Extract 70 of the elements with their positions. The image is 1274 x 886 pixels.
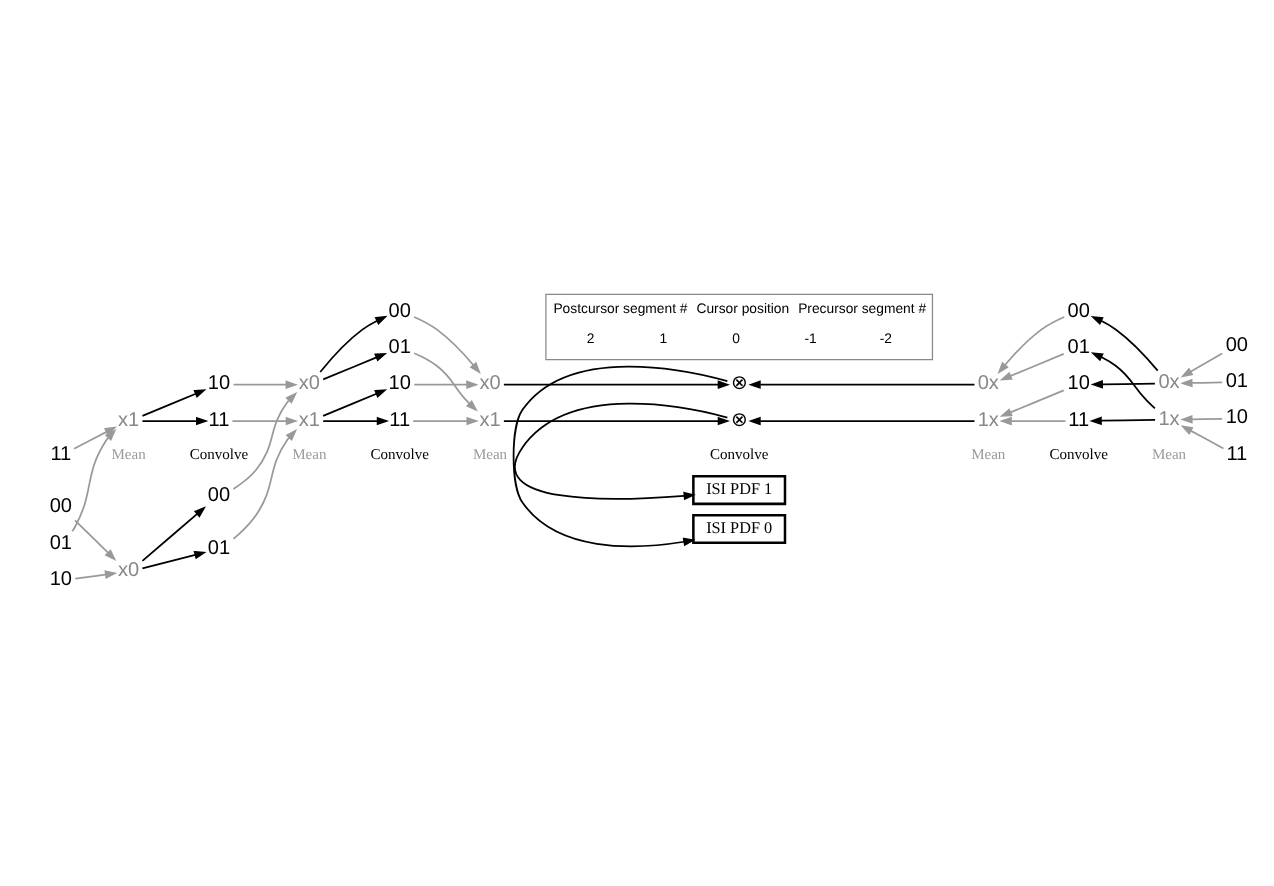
node-text: ⊗ [731, 409, 748, 432]
arrow [1090, 380, 1156, 389]
node-text: 10 [388, 373, 411, 396]
arrow [231, 416, 299, 426]
arrow [1090, 315, 1159, 372]
node-text: 11 [1226, 443, 1248, 466]
node-text: 01 [207, 537, 231, 560]
node-text: 01 [1067, 337, 1090, 360]
arrow [232, 429, 298, 540]
arrow [141, 416, 209, 426]
arrow [141, 550, 207, 570]
node-text: 10 [207, 373, 231, 396]
node-text: 00 [207, 485, 231, 508]
arrow [748, 416, 976, 426]
arrow [997, 316, 1066, 375]
arrow [514, 402, 729, 501]
arrow [999, 389, 1065, 417]
node-text: 11 [389, 409, 411, 432]
arrow [413, 316, 481, 375]
node-text: 10 [49, 569, 72, 592]
node-text: 1x [977, 409, 999, 432]
arrow [322, 389, 388, 417]
node-text: 00 [388, 300, 411, 323]
arrow [412, 416, 479, 426]
node-text: ⊗ [731, 373, 748, 396]
node-text: 10 [1225, 407, 1248, 430]
arrow [503, 380, 731, 389]
node-text: x1 [298, 409, 320, 432]
arrow [319, 315, 388, 373]
node-text: 11 [1068, 409, 1090, 432]
node-text: 01 [1225, 370, 1248, 393]
node-text: 00 [1067, 300, 1090, 323]
arrow [141, 389, 207, 417]
node-text: 00 [1225, 334, 1248, 357]
node-text: 11 [50, 443, 72, 466]
arrow [71, 428, 117, 533]
arrow [1180, 415, 1223, 424]
arrow [232, 392, 298, 490]
arrow [232, 380, 298, 389]
node-text: 11 [208, 409, 230, 432]
arrow [999, 416, 1067, 426]
node-text: x1 [479, 409, 501, 432]
node-text: 0x [1158, 372, 1180, 395]
arrow [999, 353, 1065, 381]
node-text: x1 [117, 409, 140, 432]
node-text: 00 [49, 496, 72, 519]
node-text: x0 [117, 560, 140, 583]
node-text: 10 [1067, 373, 1090, 396]
arrow [748, 380, 976, 389]
arrow [1180, 352, 1223, 378]
arrow [74, 570, 118, 580]
arrow [322, 416, 390, 426]
arrow [1180, 425, 1225, 450]
node-text: 01 [49, 532, 72, 555]
node-text: x0 [479, 373, 501, 396]
node-text: 01 [388, 337, 411, 360]
arrow [1090, 352, 1156, 410]
arrow [413, 352, 478, 412]
arrow [413, 380, 479, 389]
node-text: 1x [1158, 408, 1180, 431]
arrow [503, 416, 731, 426]
node-text: 0x [977, 373, 999, 396]
arrow [74, 519, 117, 561]
arrow [1180, 378, 1223, 388]
arrow [1089, 416, 1156, 426]
arrow [141, 506, 206, 562]
arrow [73, 426, 117, 450]
arrow [512, 365, 729, 548]
arrow [322, 352, 388, 381]
node-text: x0 [298, 373, 320, 396]
